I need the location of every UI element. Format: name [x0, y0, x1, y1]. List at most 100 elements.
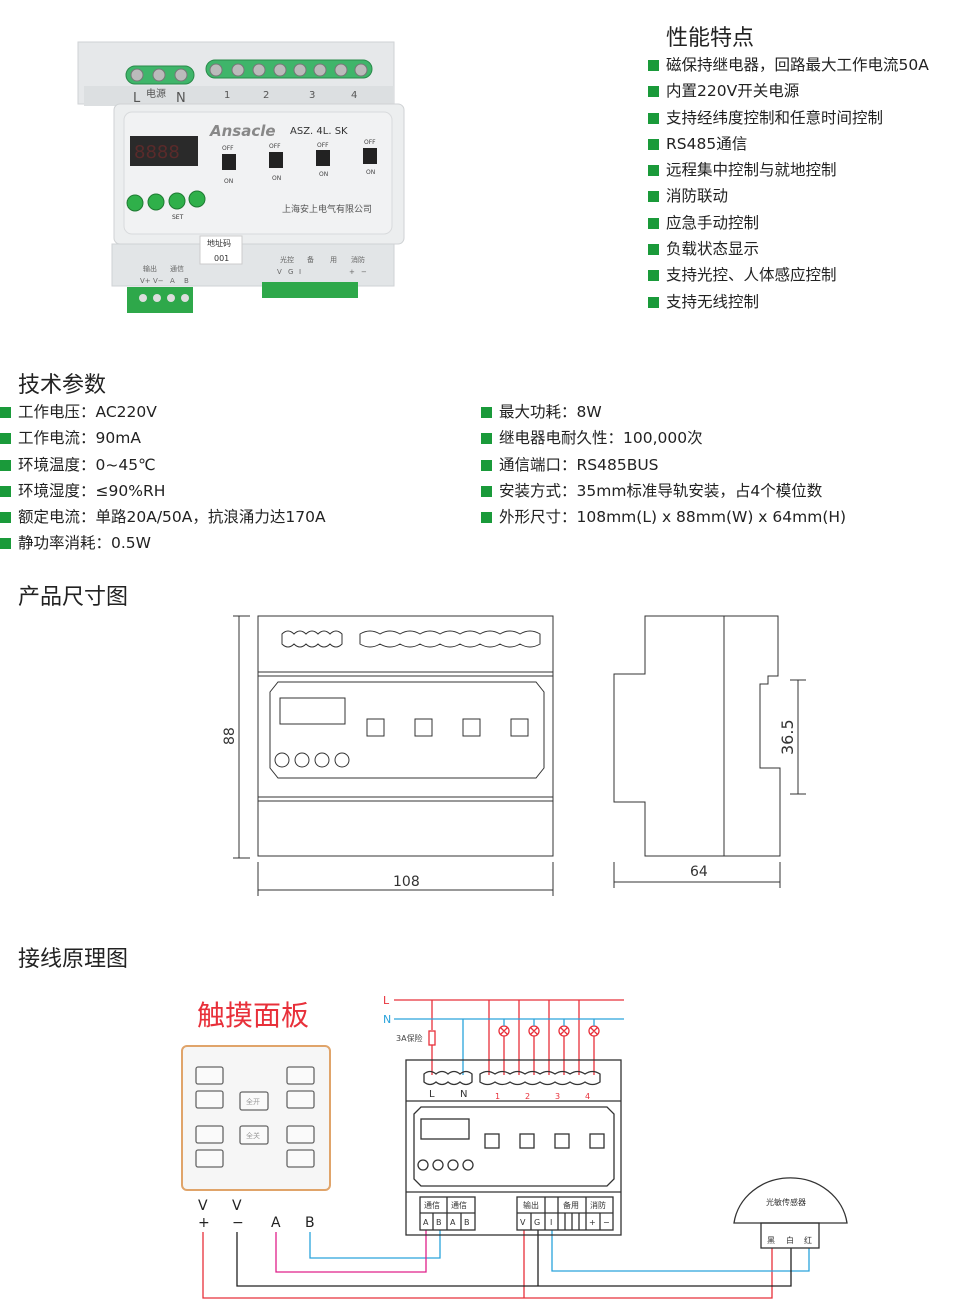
terminal-pin: B [464, 1218, 470, 1227]
channel-label: 2 [525, 1092, 530, 1101]
list-item-text: 通信端口：RS485BUS [499, 455, 659, 474]
bullet-square-icon [648, 165, 659, 177]
bullet-square-icon [0, 407, 11, 418]
list-item: 工作电流：90mA [0, 425, 326, 451]
terminal-pin: G [534, 1218, 540, 1227]
list-item: 磁保持继电器，回路最大工作电流50A [648, 52, 929, 78]
sensor-label: 光敏传感器 [766, 1197, 806, 1207]
bullet-square-icon [648, 296, 659, 308]
line-N: N [383, 1013, 391, 1026]
channel-label: 1 [495, 1092, 500, 1101]
list-item: 静功率消耗：0.5W [0, 530, 326, 556]
list-item-text: 环境温度：0~45℃ [18, 455, 156, 474]
photo-label: B [184, 277, 189, 285]
list-item-text: 最大功耗：8W [499, 403, 602, 421]
list-item-text: 磁保持继电器，回路最大工作电流50A [666, 56, 929, 74]
list-item-text: 环境湿度：≤90%RH [18, 481, 166, 500]
terminal-pin: V [520, 1218, 526, 1227]
panel-terminal-label: A [271, 1215, 281, 1231]
panel-terminal-label: + [198, 1215, 210, 1231]
list-item-text: 额定电流：单路20A/50A，抗浪涌力达170A [18, 508, 326, 527]
photo-label: + [349, 268, 355, 276]
list-item: 外形尺寸：108mm(L) x 88mm(W) x 64mm(H) [481, 504, 846, 530]
photo-set: SET [172, 214, 184, 221]
photo-label: 用 [330, 256, 337, 264]
bullet-square-icon [481, 485, 492, 497]
bullet-square-icon [648, 86, 659, 98]
terminal-pin: I [550, 1218, 552, 1227]
photo-address-value: 001 [214, 254, 229, 263]
bullet-square-icon [481, 433, 492, 445]
photo-label: 输出 [143, 264, 157, 273]
list-item-text: RS485通信 [666, 134, 748, 153]
bullet-square-icon [648, 217, 659, 229]
list-item: 支持经纬度控制和任意时间控制 [648, 105, 929, 131]
list-item-text: 工作电压：AC220V [18, 403, 157, 421]
panel-terminal-label: V [198, 1198, 208, 1214]
list-item: 最大功耗：8W [481, 399, 846, 425]
bullet-square-icon [648, 112, 659, 124]
photo-ch: 2 [263, 90, 269, 101]
photo-address-label: 地址码 [207, 238, 231, 248]
bullet-square-icon [648, 244, 659, 256]
photo-label: V− [153, 277, 164, 285]
wiring-title: 接线原理图 [18, 947, 129, 972]
terminal-pin: A [423, 1218, 429, 1227]
bullet-square-icon [648, 138, 659, 150]
list-item-text: 静功率消耗：0.5W [18, 534, 151, 553]
photo-on: ON [272, 175, 281, 182]
terminal-pin: + [589, 1218, 596, 1227]
photo-ch: 1 [224, 90, 230, 101]
photo-label: A [170, 277, 175, 285]
list-item-text: 内置220V开关电源 [666, 82, 800, 101]
bullet-square-icon [648, 270, 659, 282]
photo-on: ON [366, 169, 375, 176]
module-N: N [460, 1089, 467, 1100]
photo-on: ON [224, 178, 233, 185]
bullet-square-icon [481, 459, 492, 471]
tech-title: 技术参数 [18, 373, 107, 398]
list-item: RS485通信 [648, 131, 929, 157]
list-item: 应急手动控制 [648, 210, 929, 236]
photo-label: 备 [307, 255, 314, 264]
photo-label: V+ [140, 277, 151, 285]
panel-all-on: 全开 [246, 1097, 260, 1106]
list-item-text: 支持光控、人体感应控制 [666, 266, 837, 285]
list-item-text: 消防联动 [666, 187, 729, 206]
panel-terminal-label: B [305, 1215, 315, 1231]
dim-rail: 36.5 [778, 719, 797, 755]
list-item: 安装方式：35mm标准导轨安装，占4个模位数 [481, 478, 846, 504]
bullet-square-icon [0, 512, 11, 524]
sensor-pin: 黑 [767, 1236, 775, 1245]
bullet-square-icon [481, 407, 492, 418]
photo-display: 8888 [134, 142, 180, 163]
wiring-diagram [202, 999, 848, 1299]
touch-panel-title: 触摸面板 [197, 999, 310, 1032]
list-item: 通信端口：RS485BUS [481, 452, 846, 478]
terminal-pin: − [603, 1218, 610, 1227]
dimensions-title: 产品尺寸图 [18, 585, 129, 610]
photo-power: 电源 [146, 87, 166, 100]
list-item: 消防联动 [648, 183, 929, 209]
line-L: L [383, 994, 390, 1007]
terminal-header: 通信 [451, 1200, 467, 1210]
list-item-text: 负载状态显示 [666, 240, 760, 259]
bullet-square-icon [0, 459, 11, 471]
photo-off: OFF [364, 139, 376, 146]
terminal-pin: B [436, 1218, 442, 1227]
tech-list-right: 最大功耗：8W 继电器电耐久性：100,000次通信端口：RS485BUS 安装方式… [481, 399, 846, 530]
photo-label: V [277, 268, 282, 276]
list-item: 继电器电耐久性：100,000次 [481, 425, 846, 451]
list-item-text: 工作电流：90mA [18, 429, 141, 448]
list-item: 内置220V开关电源 [648, 78, 929, 104]
list-item: 负载状态显示 [648, 236, 929, 262]
list-item-text: 支持经纬度控制和任意时间控制 [666, 108, 884, 127]
photo-model: ASZ. 4L. SK [290, 126, 348, 137]
product-photo: L 电源 N 1 2 3 4 Ansacle ASZ. 4L. SK 8888 … [77, 41, 405, 313]
photo-off: OFF [222, 145, 234, 152]
photo-label: 消防 [351, 255, 365, 264]
photo-off: OFF [269, 143, 281, 150]
touch-panel: 全开 全关 [181, 1045, 331, 1191]
sensor-pin: 红 [804, 1235, 812, 1245]
